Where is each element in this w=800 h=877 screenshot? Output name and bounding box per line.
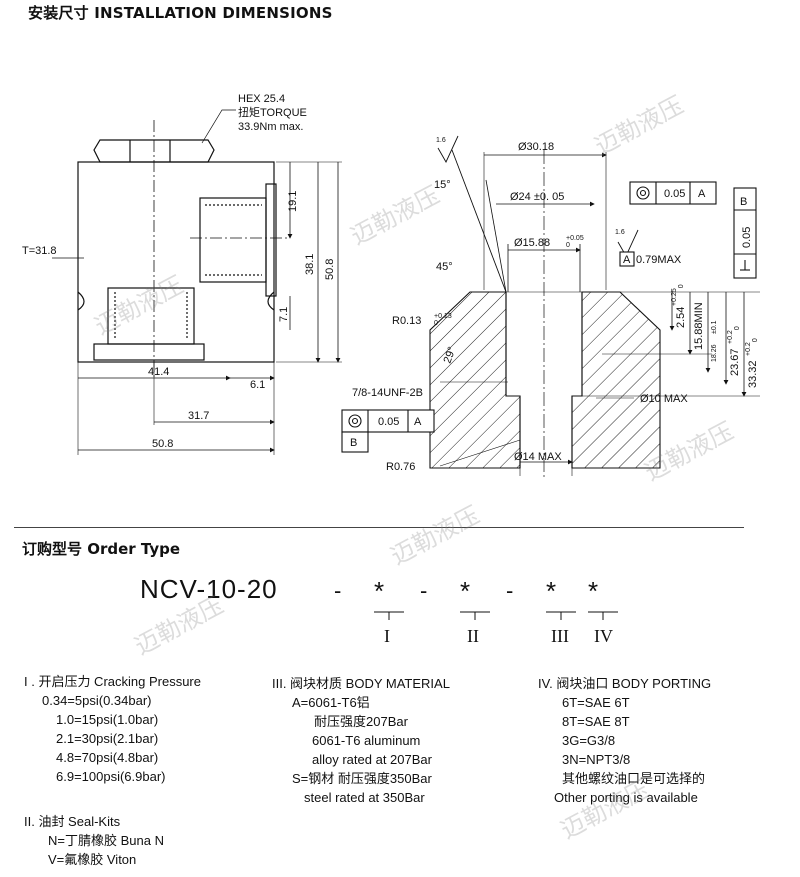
tol1-value: 0.05: [664, 188, 685, 200]
body-material-section: III. 阀块材质 BODY MATERIAL A=6061-T6铝 耐压强度2…: [272, 674, 450, 807]
cracking-item: 1.0=15psi(1.0bar): [56, 712, 159, 727]
cracking-item: 2.1=30psi(2.1bar): [56, 731, 159, 746]
seal-item: V=氟橡胶 Viton: [48, 852, 137, 867]
option-slot-4: *: [588, 576, 599, 606]
dash-1: -: [334, 578, 342, 603]
max-0-79: 0.79MAX: [636, 254, 682, 266]
cracking-item: 4.8=70psi(4.8bar): [56, 750, 159, 765]
dim-19-1: 19.1: [287, 191, 299, 212]
datum-b-2: B: [350, 437, 357, 449]
porting-item: 其他螺纹油口是可选择的: [562, 771, 706, 786]
roman-3: III: [551, 626, 569, 646]
dim-18-26: 18.26: [711, 344, 718, 362]
material-item: S=钢材 耐压强度350Bar: [292, 771, 432, 786]
angle-29: 29°: [442, 345, 459, 365]
porting-item: 3N=NPT3/8: [562, 752, 631, 767]
angle-15: 15°: [434, 179, 451, 191]
dim-7-1: 7.1: [278, 307, 290, 322]
installation-drawing: HEX 25.4 扭矩TORQUE 33.9Nm max. T=31.8 19.…: [22, 93, 760, 480]
tol3-value: 0.05: [378, 416, 399, 428]
material-item: 耐压强度207Bar: [314, 714, 408, 729]
dia-30-18: Ø30.18: [518, 141, 554, 153]
material-item: A=6061-T6铝: [292, 695, 370, 710]
datum-b: B: [740, 196, 747, 208]
material-title: III. 阀块材质 BODY MATERIAL: [272, 676, 450, 691]
angle-45: 45°: [436, 261, 453, 273]
dim-15-88-min: 15.88MIN: [693, 302, 705, 350]
order-heading: 订购型号 Order Type: [22, 540, 181, 558]
seal-kits-section: II. 油封 Seal-Kits N=丁腈橡胶 Buna N V=氟橡胶 Vit…: [24, 812, 164, 869]
radius-0-13: R0.13: [392, 315, 421, 327]
roughness-1: 1.6: [436, 137, 446, 144]
thread-spec: 7/8-14UNF-2B: [352, 387, 423, 399]
option-slot-2: *: [460, 576, 471, 606]
dia-24: Ø24 ±0. 05: [510, 191, 564, 203]
dash-3: -: [506, 578, 514, 603]
option-slot-3: *: [546, 576, 557, 606]
dim-38-1: 38.1: [304, 254, 316, 275]
dash-2: -: [420, 578, 428, 603]
option-slot-1: *: [374, 576, 385, 606]
roman-4: IV: [594, 626, 613, 646]
body-side-view: [52, 109, 342, 455]
material-item: 6061-T6 aluminum: [312, 733, 421, 748]
dim-50-8-horizontal: 50.8: [152, 438, 173, 450]
dia-15-88: Ø15.88: [514, 237, 550, 249]
cracking-item: 0.34=5psi(0.34bar): [42, 693, 152, 708]
cracking-pressure-section: I . 开启压力 Cracking Pressure 0.34=5psi(0.3…: [24, 672, 201, 786]
model-code: NCV-10-20: [140, 574, 278, 604]
thickness-label: T=31.8: [22, 245, 57, 257]
porting-item: 8T=SAE 8T: [562, 714, 630, 729]
dim-31-7: 31.7: [188, 410, 209, 422]
cavity-section-view: [341, 135, 760, 480]
dim-18-26-tol: ±0.1: [711, 320, 718, 334]
porting-item: Other porting is available: [554, 790, 698, 805]
roughness-2: 1.6: [615, 229, 625, 236]
roman-2: II: [467, 626, 479, 646]
torque-label: 扭矩TORQUE: [238, 105, 307, 119]
cracking-title: I . 开启压力 Cracking Pressure: [24, 674, 201, 689]
dim-33-32: 33.32: [747, 360, 759, 388]
torque-value: 33.9Nm max.: [238, 121, 303, 133]
body-porting-section: IV. 阀块油口 BODY PORTING 6T=SAE 6T 8T=SAE 8…: [538, 674, 711, 807]
material-item: alloy rated at 207Bar: [312, 752, 432, 767]
porting-item: 6T=SAE 6T: [562, 695, 630, 710]
dia-14-max: Ø14 MAX: [514, 451, 562, 463]
seal-item: N=丁腈橡胶 Buna N: [48, 833, 164, 848]
section-divider: [14, 527, 744, 528]
dia-10-max: Ø10 MAX: [640, 393, 688, 405]
tol2-value: 0.05: [741, 227, 753, 248]
radius-0-76: R0.76: [386, 461, 415, 473]
dim-2-54-tol: +0.250: [671, 284, 685, 306]
dim-33-32-tol: +0.20: [745, 338, 759, 356]
dim-41-4: 41.4: [148, 366, 169, 378]
tol1-ref: A: [698, 188, 706, 200]
seal-title: II. 油封 Seal-Kits: [24, 814, 121, 829]
dim-23-67-tol: +0.20: [727, 326, 741, 344]
datum-a: A: [623, 254, 631, 266]
hex-size-label: HEX 25.4: [238, 93, 285, 105]
install-heading: 安装尺寸 INSTALLATION DIMENSIONS: [28, 4, 333, 22]
dim-50-8-vertical: 50.8: [324, 259, 336, 280]
porting-title: IV. 阀块油口 BODY PORTING: [538, 676, 712, 691]
porting-item: 3G=G3/8: [562, 733, 616, 748]
dim-2-54: 2.54: [675, 307, 687, 328]
cracking-item: 6.9=100psi(6.9bar): [56, 769, 166, 784]
roman-1: I: [384, 626, 390, 646]
slot-brackets: [374, 611, 618, 620]
dim-6-1: 6.1: [250, 379, 265, 391]
dim-23-67: 23.67: [729, 348, 741, 376]
material-item: steel rated at 350Bar: [304, 790, 425, 805]
tol3-ref: A: [414, 416, 422, 428]
